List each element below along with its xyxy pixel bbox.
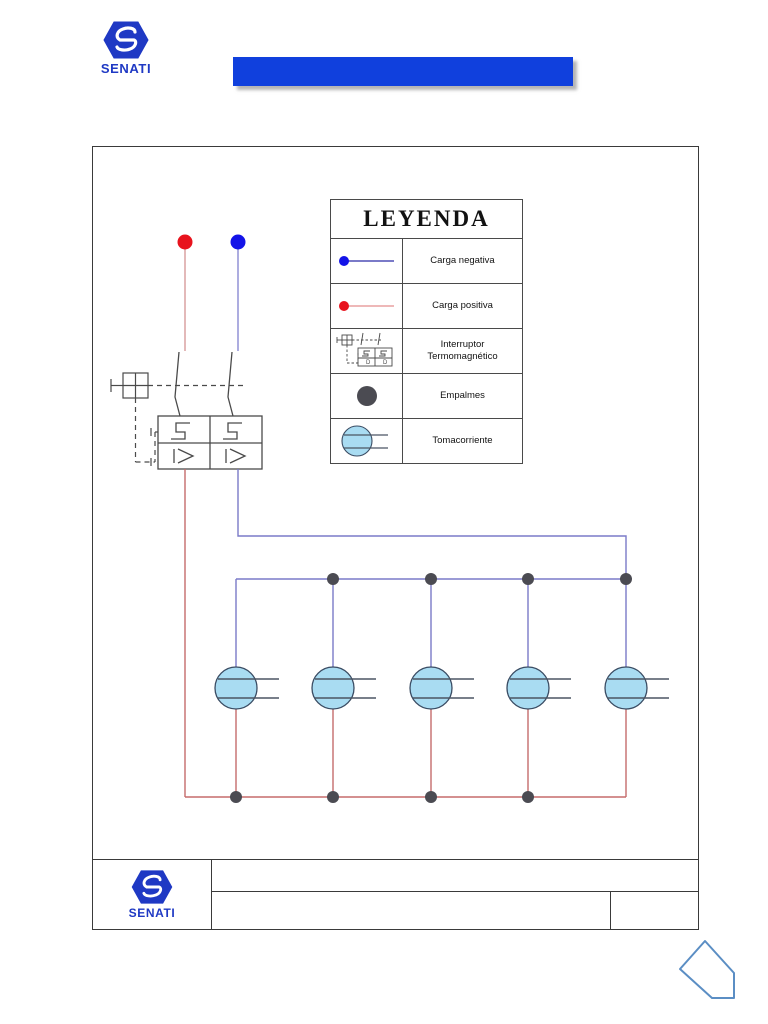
red-line-with-dot-icon xyxy=(338,301,394,311)
legend-row: Carga negativa xyxy=(331,239,522,284)
title-banner xyxy=(233,57,573,86)
legend-label-line1: Interruptor xyxy=(440,339,485,350)
legend-label: Carga negativa xyxy=(430,255,495,266)
outlet-circle-icon xyxy=(340,425,388,457)
legend-row: Tomacorriente xyxy=(331,419,522,463)
title-block-brand-name: SENATI xyxy=(128,906,176,920)
negative-feeder xyxy=(237,469,627,579)
outlet-symbol xyxy=(311,666,376,710)
title-block-description xyxy=(212,892,611,929)
drawing-frame: LEYENDA Carga negativa Carga positiva xyxy=(92,146,699,930)
svg-text:D: D xyxy=(366,360,371,366)
positive-supply-terminal xyxy=(177,234,193,250)
legend-symbol-cell xyxy=(331,284,403,328)
legend-symbol-cell xyxy=(331,374,403,418)
breaker-control-link xyxy=(110,372,243,466)
legend-symbol-cell: D D xyxy=(331,329,403,373)
legend-label: Empalmes xyxy=(440,390,485,401)
legend-row: Carga positiva xyxy=(331,284,522,329)
legend-row: Empalmes xyxy=(331,374,522,419)
legend-label: Tomacorriente xyxy=(432,435,493,446)
outlet-symbol xyxy=(506,666,571,710)
outlet-symbols xyxy=(214,666,669,710)
wiring-schematic xyxy=(110,234,669,803)
pencil-outline-icon xyxy=(679,940,735,999)
outlet-drop-conductors xyxy=(235,579,627,797)
legend-symbol-cell xyxy=(331,239,403,283)
header-logo: SENATI xyxy=(90,20,162,82)
legend-title: LEYENDA xyxy=(331,200,522,239)
legend-label-line2: Termomagnético xyxy=(427,351,498,362)
title-block-row-bottom xyxy=(212,892,698,929)
legend-row: D D Interruptor Termomagnético xyxy=(331,329,522,374)
junction-dots xyxy=(230,573,632,803)
breaker-magnetic-glyphs xyxy=(173,448,247,464)
supply-conductors xyxy=(184,247,239,351)
title-block-fields xyxy=(212,860,698,929)
brand-name: SENATI xyxy=(100,61,152,76)
splice-dot-icon xyxy=(356,386,377,406)
thermomagnetic-breaker-icon: D D xyxy=(336,332,392,367)
outlet-symbol xyxy=(409,666,474,710)
senati-hexagon-logo-icon xyxy=(103,21,149,59)
legend-box: LEYENDA Carga negativa Carga positiva xyxy=(330,199,523,464)
outlet-symbol xyxy=(214,666,279,710)
senati-hexagon-logo-icon xyxy=(131,870,173,904)
legend-label: Interruptor Termomagnético xyxy=(403,329,522,373)
blue-line-with-dot-icon xyxy=(338,256,394,266)
breaker-body xyxy=(157,415,263,470)
title-block: SENATI xyxy=(93,859,698,929)
negative-supply-terminal xyxy=(230,234,246,250)
legend-label: Carga positiva xyxy=(432,300,493,311)
title-block-logo-cell: SENATI xyxy=(93,860,212,929)
breaker-switch-blades xyxy=(174,351,234,417)
title-block-code xyxy=(611,892,698,929)
breaker-thermal-glyphs xyxy=(171,422,242,440)
svg-text:D: D xyxy=(383,360,388,366)
title-block-row-top xyxy=(212,860,698,892)
outlet-symbol xyxy=(604,666,669,710)
legend-symbol-cell xyxy=(331,419,403,463)
